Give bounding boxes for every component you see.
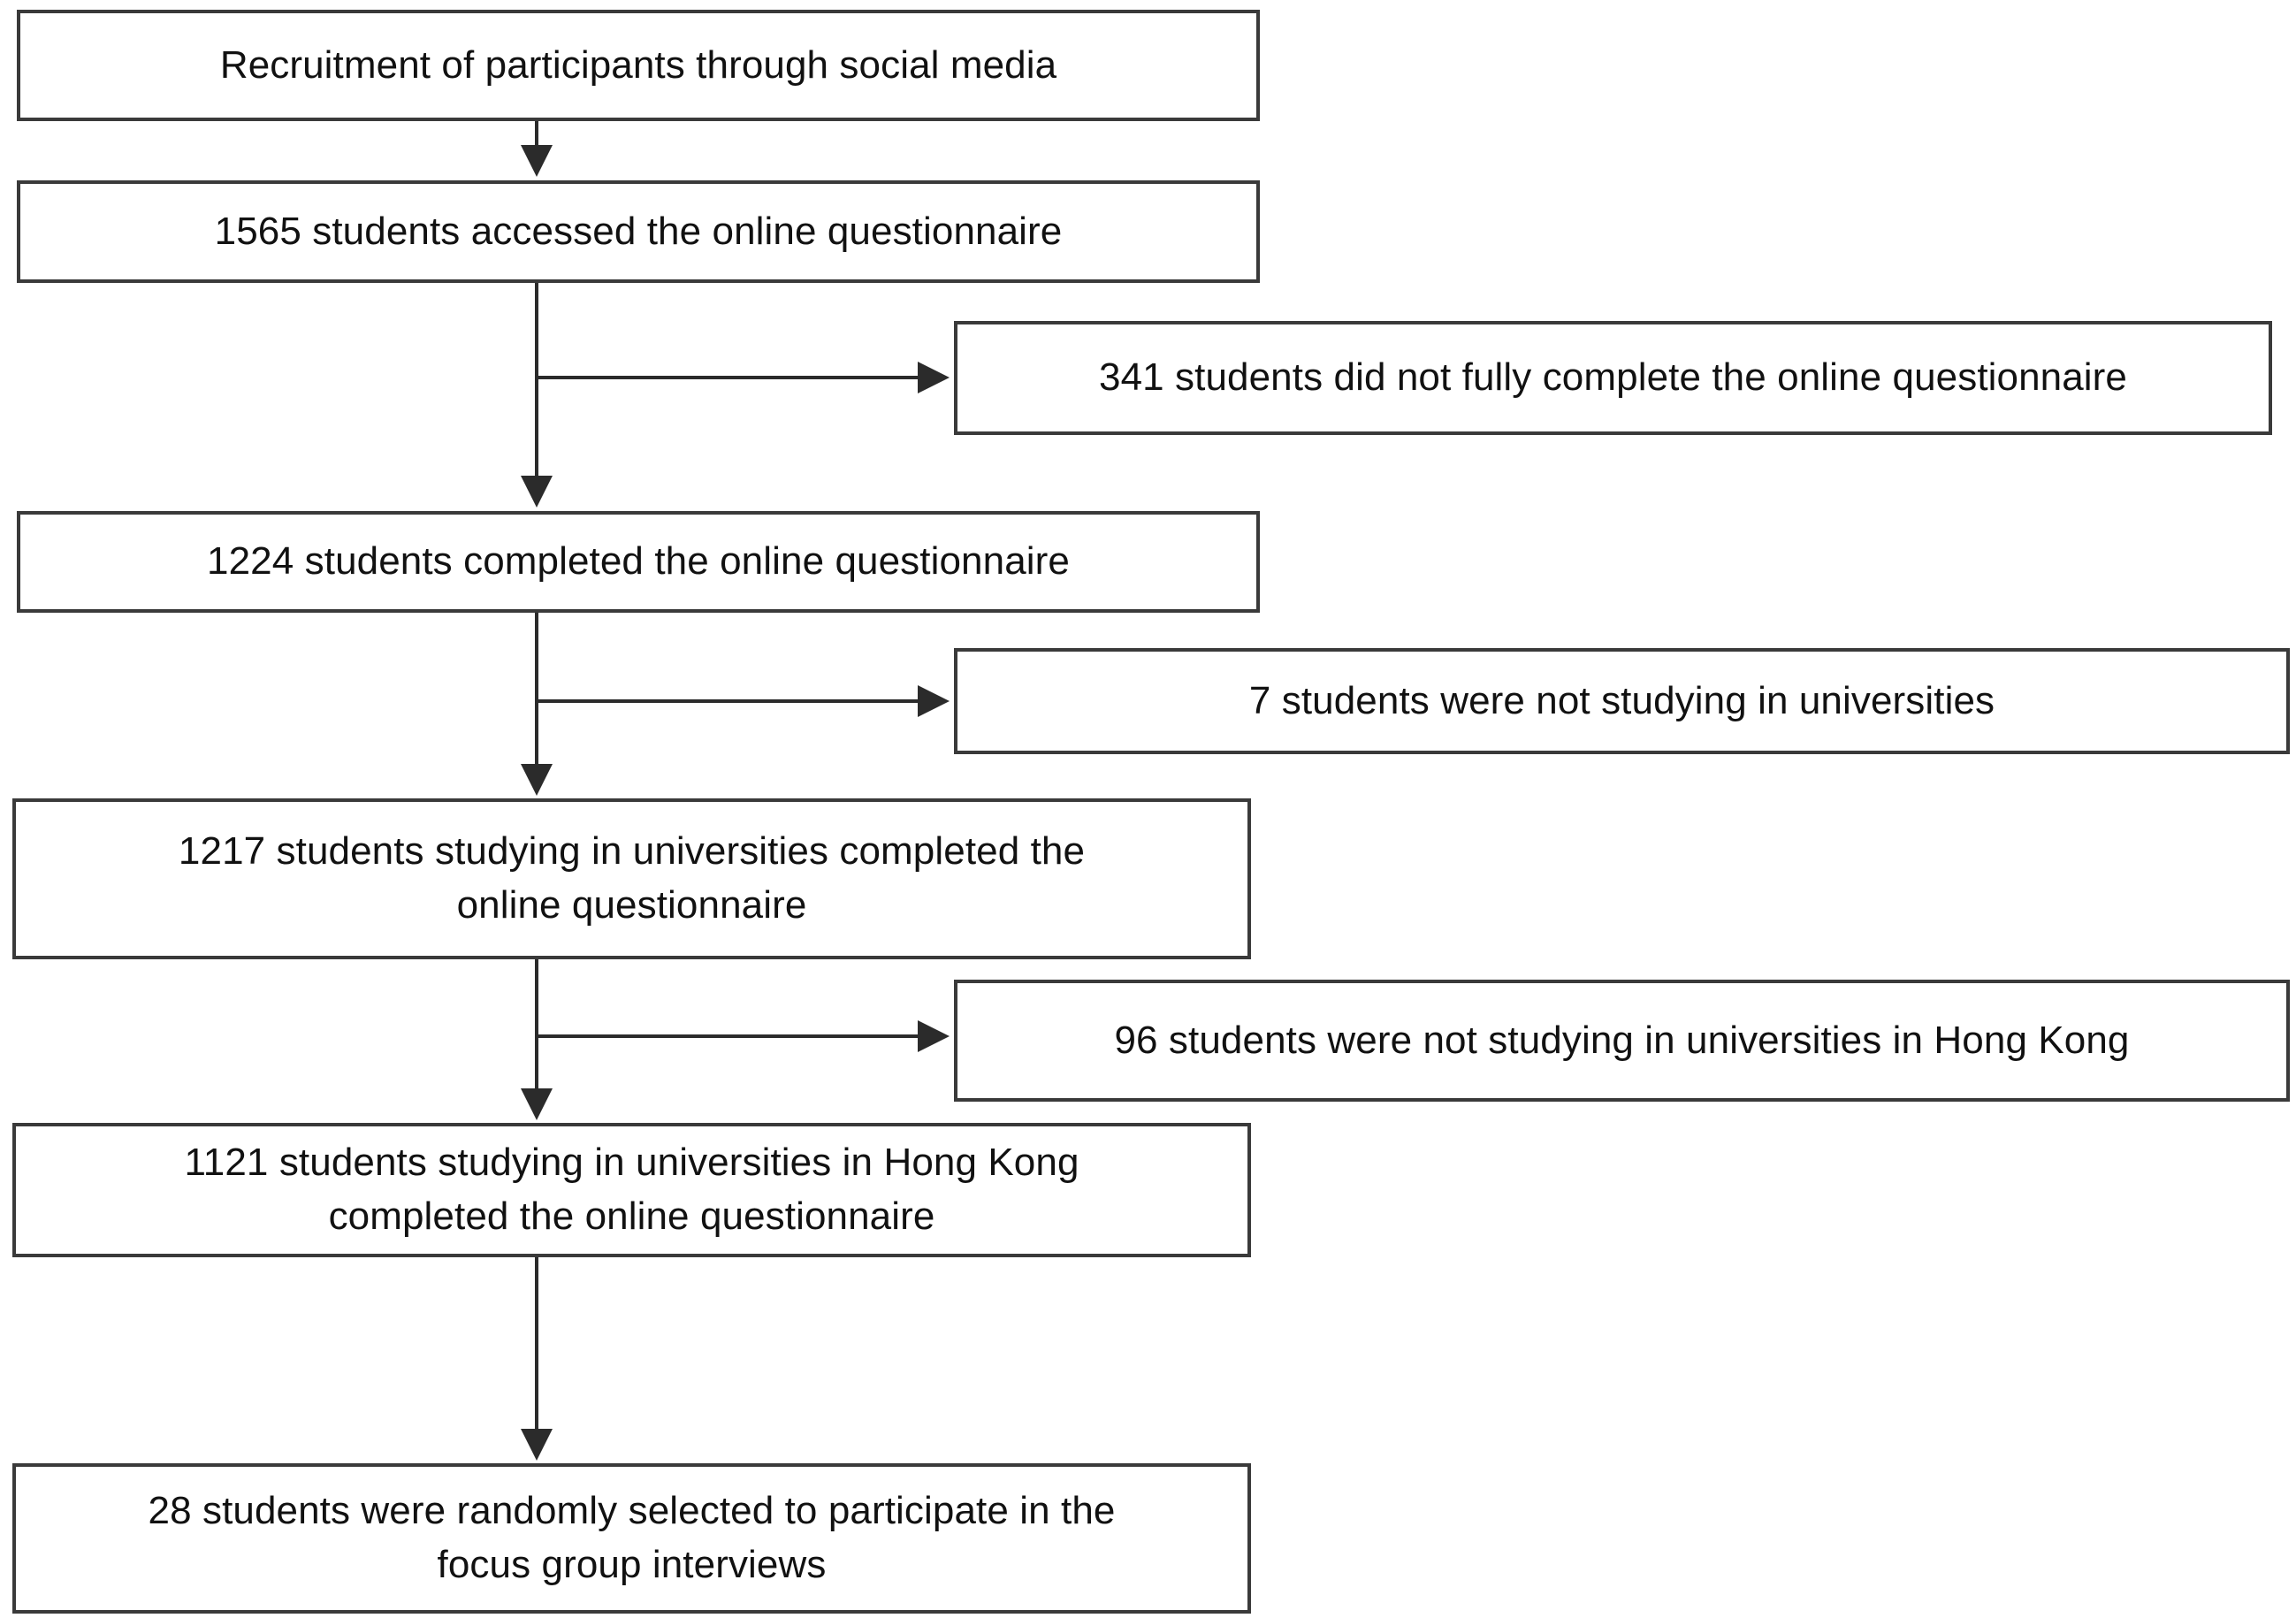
node-not-university: 7 students were not studying in universi… xyxy=(954,648,2290,754)
node-completed: 1224 students completed the online quest… xyxy=(17,511,1260,613)
node-universities-label: 1217 students studying in universities c… xyxy=(178,829,1086,927)
node-not-hong-kong-label: 96 students were not studying in univers… xyxy=(1114,1018,2130,1062)
node-incomplete-label: 341 students did not fully complete the … xyxy=(1099,355,2127,400)
node-focus-group-label: 28 students were randomly selected to pa… xyxy=(148,1489,1116,1586)
node-universities: 1217 students studying in universities c… xyxy=(12,798,1251,959)
node-hong-kong: 1121 students studying in universities i… xyxy=(12,1123,1251,1257)
node-not-university-label: 7 students were not studying in universi… xyxy=(1248,678,1995,722)
node-recruitment-label: Recruitment of participants through soci… xyxy=(219,42,1057,87)
node-incomplete: 341 students did not fully complete the … xyxy=(954,321,2272,435)
node-hong-kong-label: 1121 students studying in universities i… xyxy=(184,1141,1079,1238)
node-accessed-label: 1565 students accessed the online questi… xyxy=(214,209,1063,253)
node-not-hong-kong: 96 students were not studying in univers… xyxy=(954,980,2290,1102)
node-recruitment: Recruitment of participants through soci… xyxy=(17,10,1260,121)
node-focus-group: 28 students were randomly selected to pa… xyxy=(12,1463,1251,1614)
node-completed-label: 1224 students completed the online quest… xyxy=(207,539,1070,584)
node-accessed: 1565 students accessed the online questi… xyxy=(17,180,1260,283)
